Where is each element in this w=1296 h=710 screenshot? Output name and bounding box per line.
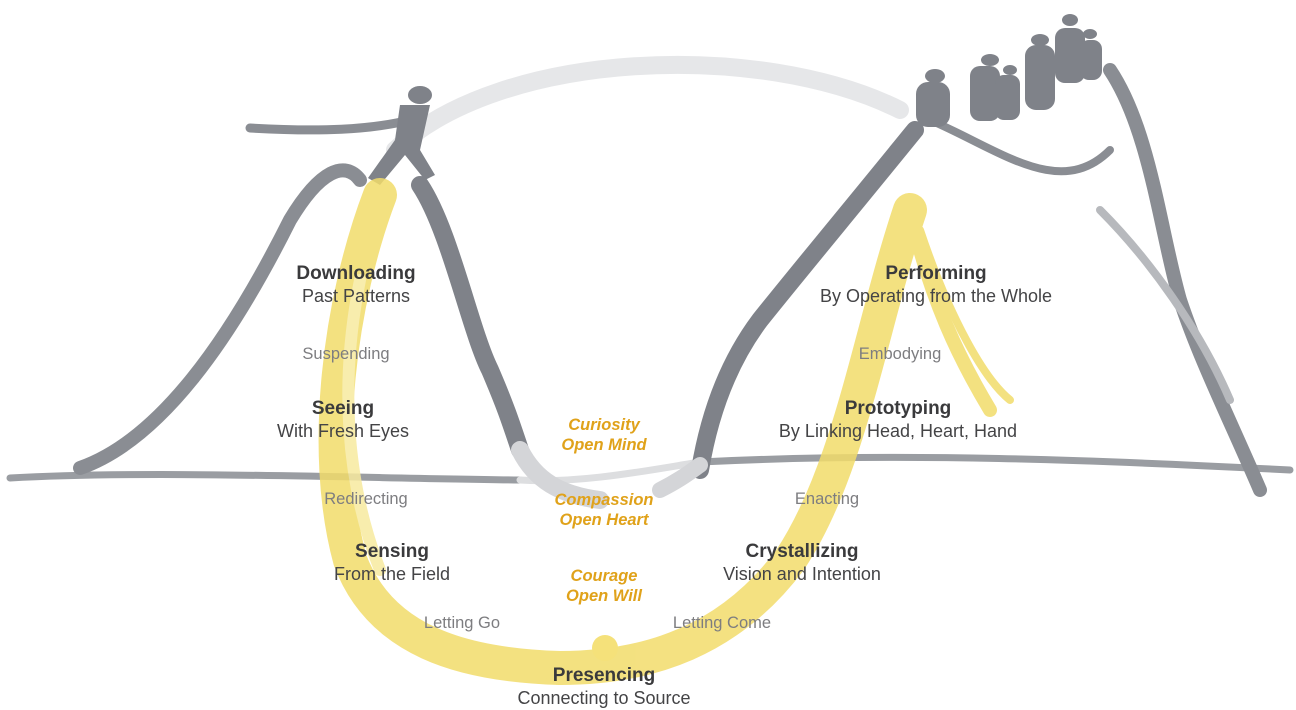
ground-line (6, 453, 1294, 484)
gateway-line1: Courage (570, 567, 638, 585)
gateway-open-heart: Compassion Open Heart (554, 491, 653, 531)
connecting-arc (386, 55, 909, 159)
stage-seeing: Seeing With Fresh Eyes (277, 398, 409, 442)
stage-performing: Performing By Operating from the Whole (820, 263, 1052, 307)
gateway-line1: Compassion (554, 491, 654, 509)
stage-subtitle: Connecting to Source (517, 687, 691, 708)
gateway-line2: Open Will (566, 586, 642, 605)
gateway-line1: Curiosity (568, 416, 640, 434)
gateway-open-will: Courage Open Will (566, 567, 642, 607)
stage-title: Presencing (552, 665, 656, 686)
transition-redirecting: Redirecting (324, 490, 408, 508)
stage-subtitle: Vision and Intention (723, 563, 881, 584)
gateway-line2: Open Heart (559, 510, 649, 529)
stage-subtitle: By Linking Head, Heart, Hand (778, 420, 1018, 441)
presencing-point (592, 635, 618, 661)
stage-title: Downloading (296, 263, 416, 284)
stage-crystallizing: Crystallizing Vision and Intention (723, 541, 881, 585)
stage-downloading: Downloading Past Patterns (296, 263, 415, 307)
stage-subtitle: Past Patterns (301, 285, 411, 306)
transition-letting-go: Letting Go (423, 614, 501, 632)
stage-sensing: Sensing From the Field (334, 541, 450, 585)
group-figures (916, 14, 1102, 127)
left-mountain (73, 115, 609, 509)
stage-subtitle: With Fresh Eyes (276, 420, 410, 441)
stage-subtitle: By Operating from the Whole (819, 285, 1053, 306)
transition-suspending: Suspending (302, 345, 390, 363)
transition-embodying: Embodying (858, 345, 942, 363)
u-path (318, 178, 1014, 685)
stage-title: Sensing (355, 541, 429, 562)
stage-presencing: Presencing Connecting to Source (517, 665, 690, 709)
right-mountain (652, 63, 1267, 498)
stage-title: Performing (885, 263, 987, 284)
transition-enacting: Enacting (794, 490, 860, 508)
transition-letting-come: Letting Come (672, 614, 772, 632)
stage-subtitle: From the Field (333, 563, 451, 584)
stage-prototyping: Prototyping By Linking Head, Heart, Hand (779, 398, 1017, 442)
stage-title: Prototyping (844, 398, 952, 419)
walker-figure (368, 86, 435, 185)
stage-title: Crystallizing (745, 541, 859, 562)
gateway-open-mind: Curiosity Open Mind (561, 416, 646, 456)
stage-title: Seeing (311, 398, 375, 419)
gateway-line2: Open Mind (561, 435, 647, 454)
